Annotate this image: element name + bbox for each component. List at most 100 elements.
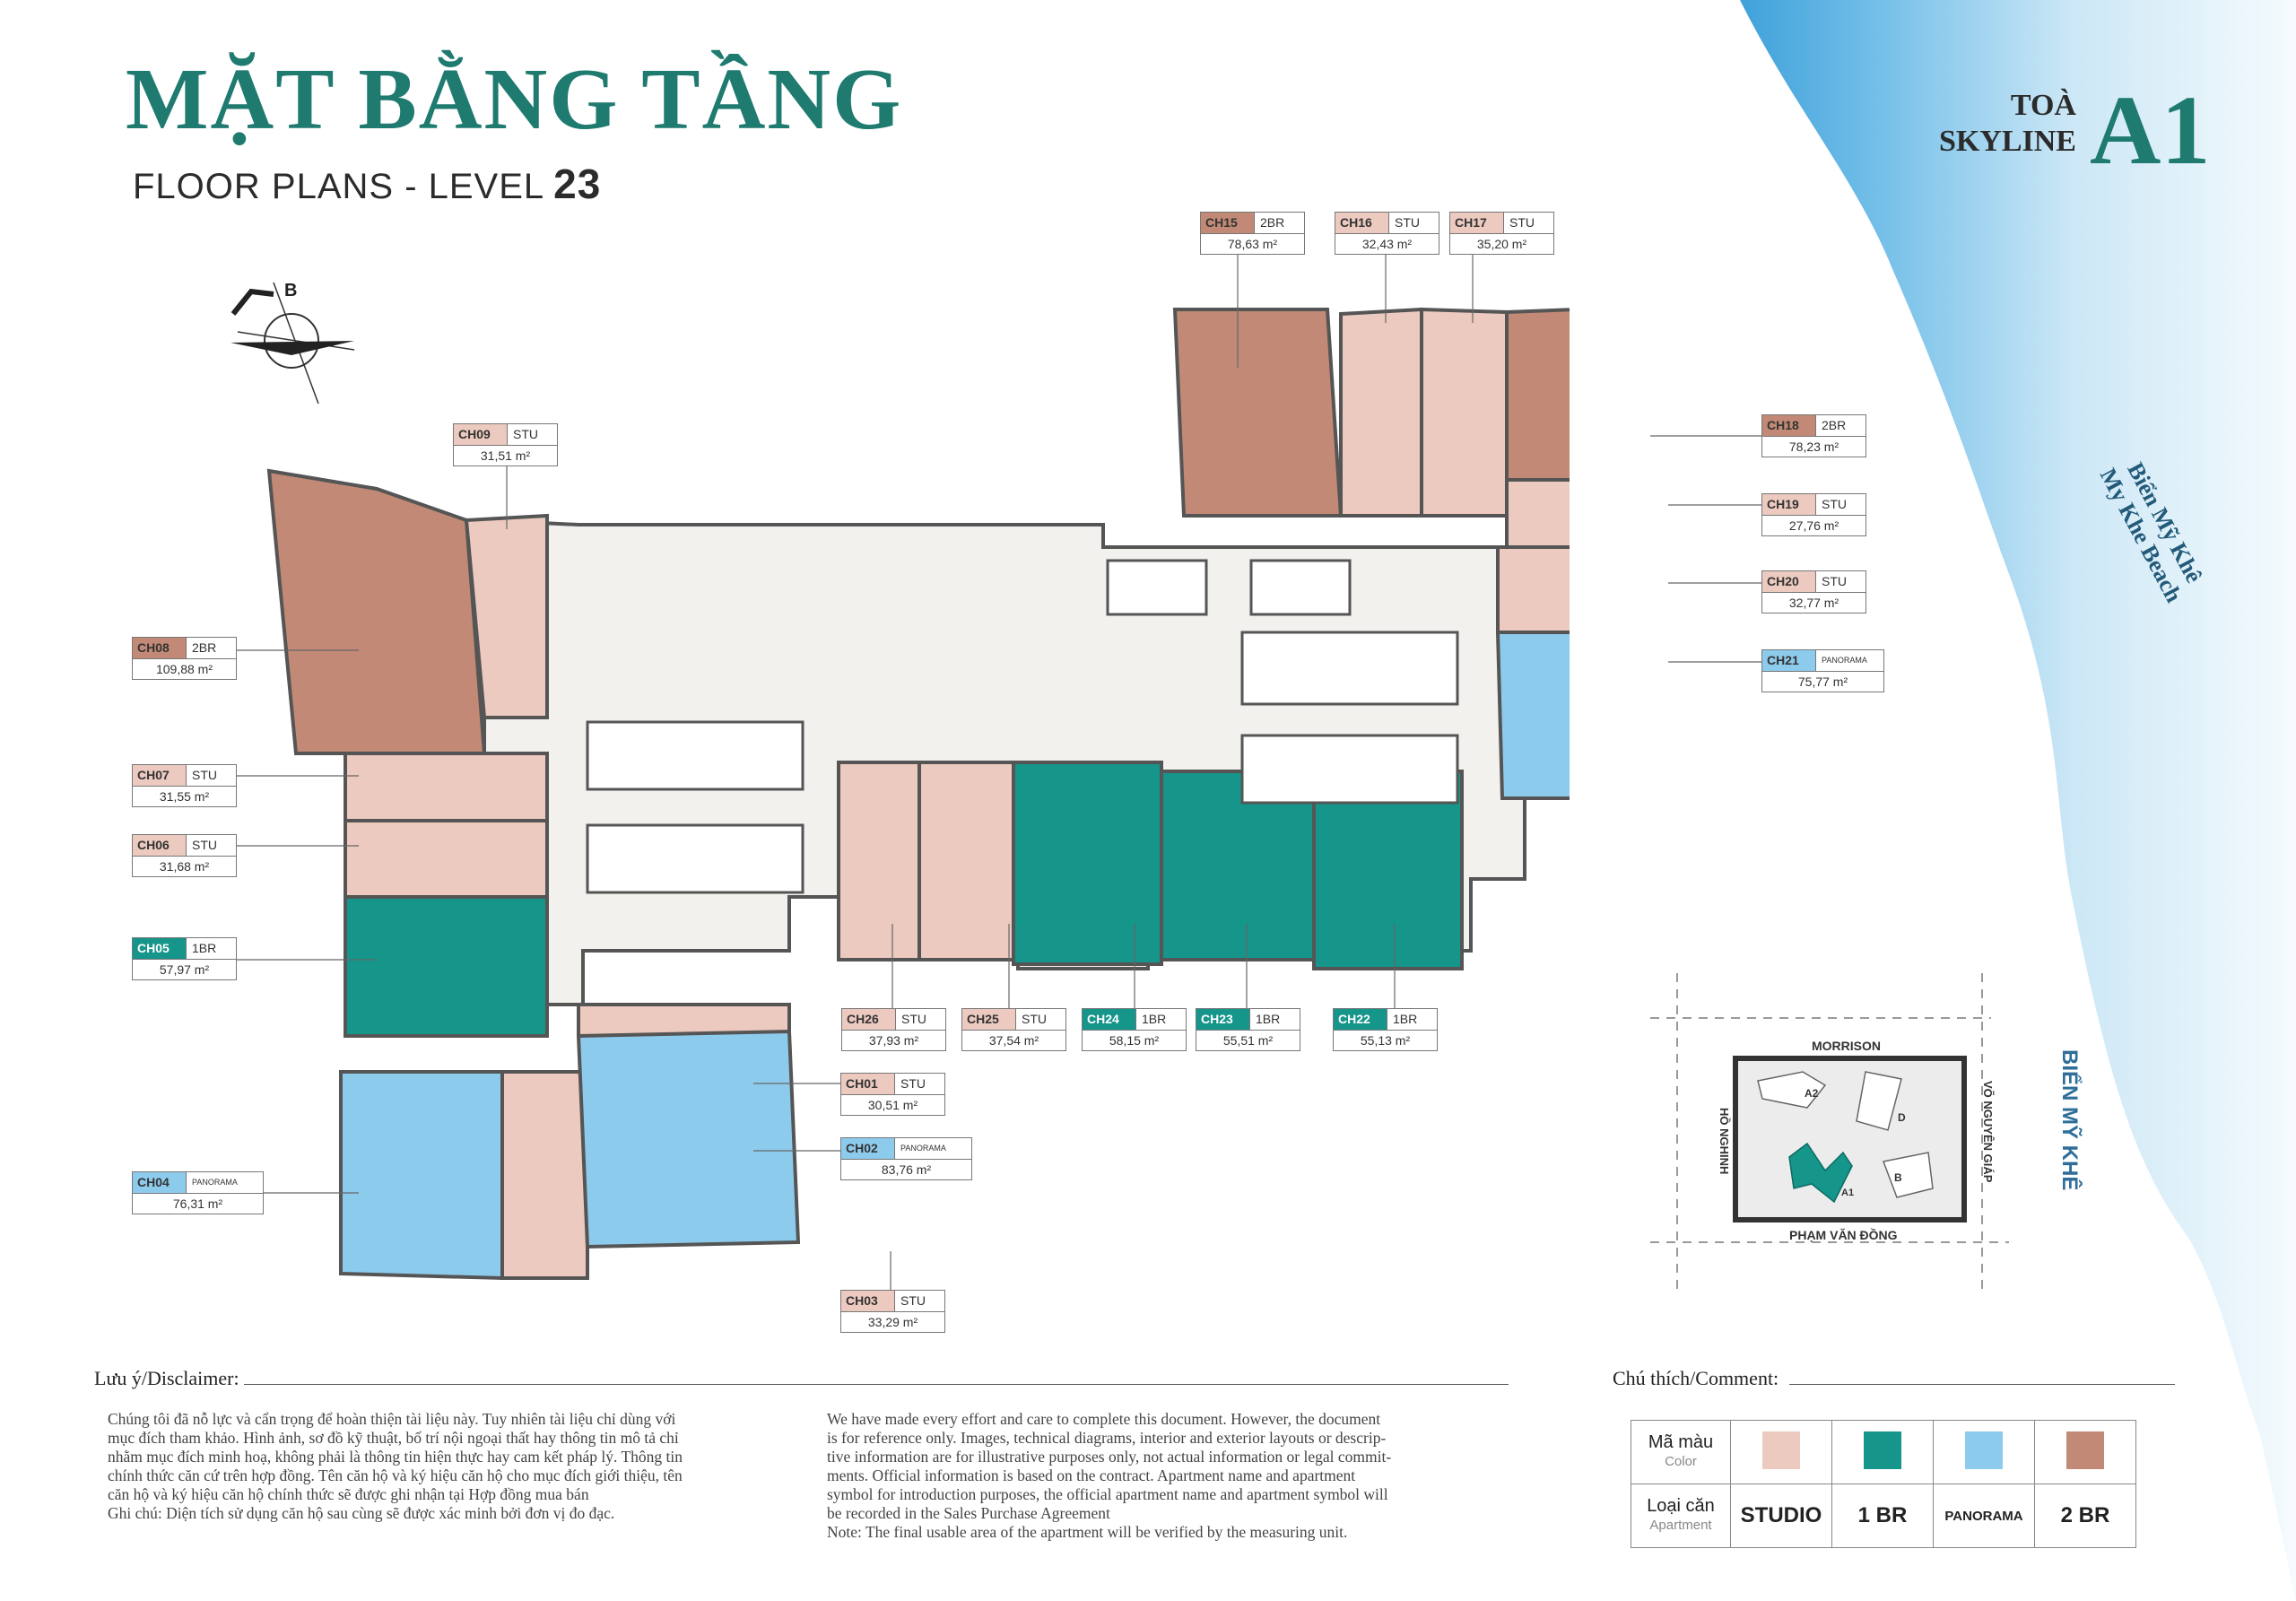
street-top: MORRISON [1812,1039,1881,1053]
unit-code: CH08 [133,638,186,658]
unit-area: 33,29 m² [867,1315,918,1329]
unit-type: STU [894,1074,944,1094]
unit-code: CH01 [841,1074,894,1094]
disclaimer-vi-line: nhằm mục đích minh hoạ, không phải là th… [108,1448,683,1466]
legend-rule [1789,1384,2175,1385]
studio-swatch [1762,1431,1800,1469]
unit-code: CH20 [1762,571,1815,592]
unit-area: 57,97 m² [159,962,210,977]
unit-type: STU [894,1291,944,1311]
unit-area: 83,76 m² [881,1162,932,1177]
unit-ch02-area [576,1029,801,1249]
unit-code: CH24 [1083,1009,1135,1030]
site-sea-label: BIỂN MỸ KHÊ [2057,1049,2083,1190]
elevator-core [586,559,1459,894]
unit-type: STU [507,424,557,445]
unit-type: STU [186,835,236,856]
legend-type-studio: STUDIO [1730,1484,1832,1548]
disclaimer-vi-line: Chúng tôi đã nỗ lực và cẩn trọng để hoàn… [108,1410,676,1428]
unit-type: PANORAMA [894,1138,971,1159]
unit-ch09-area [464,513,549,719]
unit-area: 78,23 m² [1788,439,1839,454]
unit-code: CH03 [841,1291,894,1311]
legend-title: Chú thích/Comment: [1613,1367,1779,1389]
unit-type: STU [1503,213,1553,233]
unit-area: 27,76 m² [1788,518,1839,533]
unit-area: 30,51 m² [867,1098,918,1112]
unit-code: CH25 [962,1009,1015,1030]
unit-type: 1BR [1387,1009,1437,1030]
unit-type: 1BR [186,938,236,959]
disclaimer-title: Lưu ý/Disclaimer: [94,1367,239,1389]
disclaimer-en-line: ments. Official information is based on … [827,1466,1356,1484]
disclaimer-en-line: is for reference only. Images, technical… [827,1429,1387,1447]
unit-area: 109,88 m² [155,662,213,676]
unit-area: 32,43 m² [1361,237,1413,251]
legend-swatch-cell [1933,1420,2035,1484]
legend-color-label: Mã màu [1648,1432,1714,1452]
legend-type-label: Loại căn [1647,1496,1715,1516]
block-a2: A2 [1805,1087,1819,1100]
block-d: D [1898,1111,1906,1124]
unit-type: 1BR [1249,1009,1300,1030]
compass-icon: B [230,281,355,405]
street-right: VÕ NGUYÊN GIÁP [1981,1081,1995,1183]
panorama-swatch [1965,1431,2003,1469]
disclaimer-vi-line: mục đích tham khảo. Hình ảnh, sơ đồ kỹ t… [108,1429,679,1447]
disclaimer-en-line: tive information are for illustrative pu… [827,1448,1392,1466]
legend-swatch-cell [2034,1420,2136,1484]
unit-code: CH19 [1762,494,1815,515]
unit-ch03-area [500,1070,589,1280]
disclaimer-vi-line: căn hộ và ký hiệu căn hộ chính thức sẽ đ… [108,1485,589,1503]
unit-area: 55,13 m² [1360,1033,1411,1048]
unit-area: 37,54 m² [988,1033,1039,1048]
subtitle-text: FLOOR PLANS - LEVEL [133,167,545,206]
unit-type: STU [1815,494,1866,515]
unit-type: 1BR [1135,1009,1186,1030]
tower-label: TOÀ SKYLINE [1919,88,2076,160]
block-b: B [1894,1171,1902,1184]
unit-code: CH04 [133,1172,186,1193]
disclaimer-rule [244,1384,1509,1385]
unit-type: STU [186,765,236,786]
legend-swatch-cell [1831,1420,1934,1484]
street-bottom: PHẠM VĂN ĐỒNG [1789,1227,1898,1242]
disclaimer-en-line: be recorded in the Sales Purchase Agreem… [827,1504,1110,1522]
disclaimer-vi-line: chính thức căn cứ trên hợp đồng. Tên căn… [108,1466,683,1484]
unit-ch18-area [1505,308,1570,482]
tower-label-2: SKYLINE [1938,125,2076,158]
unit-area: 31,51 m² [480,448,531,463]
legend-swatch-cell [1730,1420,1832,1484]
two-br-swatch [2066,1431,2104,1469]
unit-area: 55,51 m² [1222,1033,1274,1048]
unit-area: 32,77 m² [1788,596,1839,610]
unit-type: STU [1015,1009,1065,1030]
tower-code: A1 [2090,75,2211,185]
unit-code: CH07 [133,765,186,786]
level-number: 23 [553,161,602,207]
unit-code: CH23 [1196,1009,1249,1030]
legend-type-label-en: Apartment [1649,1518,1712,1533]
